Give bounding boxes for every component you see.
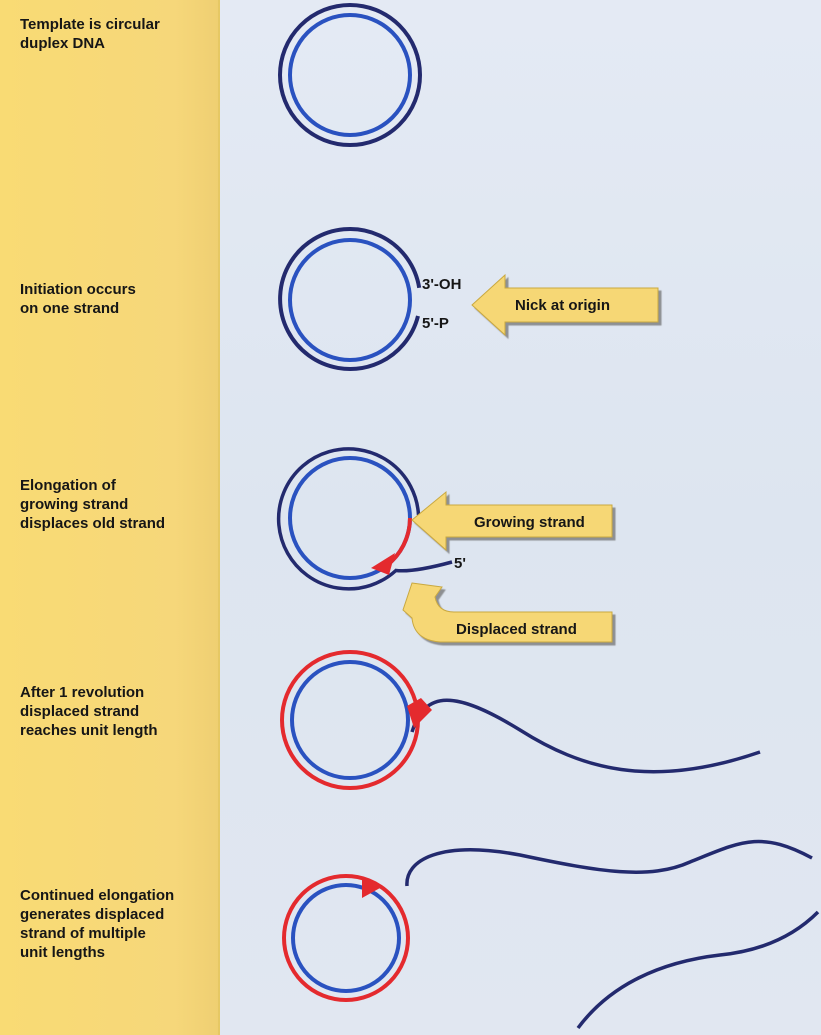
inner-strand — [292, 662, 408, 778]
outer-strand-nicked — [280, 229, 419, 369]
displaced-strand-text: Displaced strand — [456, 621, 577, 638]
new-outer-strand — [284, 876, 408, 1000]
displaced-strand-tail — [412, 700, 760, 772]
elongation-circle: 5' Growing strand Displaced strand — [279, 449, 612, 642]
inner-strand — [290, 15, 410, 135]
outer-strand — [280, 5, 420, 145]
inner-strand — [290, 240, 410, 360]
five-p-label: 5'-P — [422, 315, 449, 332]
new-outer-strand — [282, 652, 418, 788]
nick-at-origin-text: Nick at origin — [515, 297, 610, 314]
inner-strand — [293, 885, 399, 991]
nicked-duplex-circle: 3'-OH 5'-P Nick at origin — [280, 229, 658, 369]
growing-strand-text: Growing strand — [474, 514, 585, 531]
one-revolution-circle — [282, 652, 760, 788]
displaced-strand-multiple-units — [407, 842, 818, 1028]
three-oh-label: 3'-OH — [422, 276, 461, 293]
five-prime-label: 5' — [454, 555, 466, 572]
template-duplex-circle — [280, 5, 420, 145]
multiple-units-circle — [284, 842, 818, 1028]
